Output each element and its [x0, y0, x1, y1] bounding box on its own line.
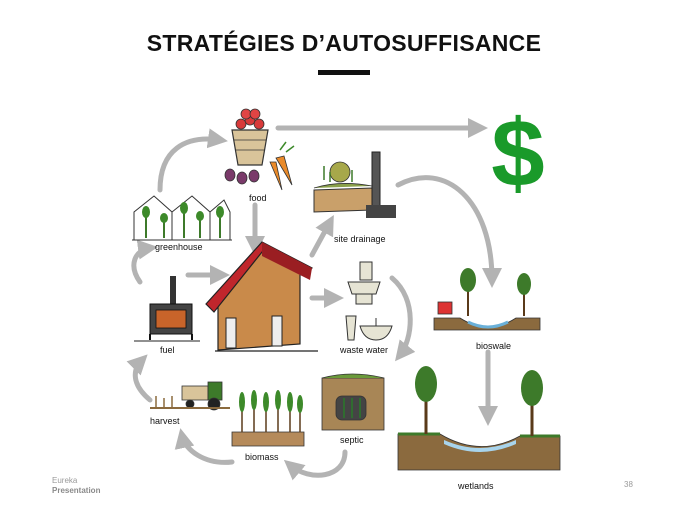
- toilet-sink-icon: [345, 261, 393, 341]
- arrow-harvest-to-fuel: [126, 354, 153, 403]
- site-drainage-icon: [313, 151, 396, 218]
- label-biomass: biomass: [245, 452, 279, 462]
- label-waste-water: waste water: [340, 345, 389, 355]
- biomass-trees-icon: [231, 390, 305, 447]
- septic-tank-icon: [321, 373, 385, 431]
- arrow-drainage-to-bioswale: [395, 175, 502, 288]
- label-septic: septic: [340, 435, 364, 445]
- page-title: STRATÉGIES D’AUTOSUFFISANCE: [146, 30, 542, 56]
- food-basket-icon: [224, 108, 295, 191]
- house-icon: [205, 241, 318, 352]
- arrow-biomass-to-harvest: [174, 428, 235, 465]
- wetlands-icon: [397, 366, 561, 471]
- arrow-greenhouse-to-food: [157, 128, 228, 193]
- arrow-wastewater-to-septic: [389, 275, 416, 362]
- title-underline: [318, 70, 370, 75]
- label-food: food: [249, 193, 267, 203]
- arrow-house-to-drainage: [309, 214, 334, 258]
- label-greenhouse: greenhouse: [155, 242, 203, 252]
- flow-arrows: [126, 118, 502, 481]
- arrow-fuel-to-greenhouse: [131, 239, 158, 285]
- tractor-icon: [150, 381, 230, 411]
- label-bioswale: bioswale: [476, 341, 512, 351]
- brand-line1: Eureka: [52, 476, 78, 485]
- dollar-icon: $: [491, 100, 544, 207]
- bioswale-icon: [433, 268, 541, 331]
- wood-stove-icon: [134, 276, 200, 342]
- label-wetlands: wetlands: [458, 481, 494, 491]
- brand-logo: Eureka Presentation: [52, 476, 100, 496]
- arrow-septic-to-biomass: [283, 449, 348, 481]
- label-harvest: harvest: [150, 416, 180, 426]
- page-number: 38: [624, 480, 633, 489]
- greenhouse-icon: [132, 195, 232, 241]
- label-fuel: fuel: [160, 345, 175, 355]
- brand-line2: Presentation: [52, 486, 101, 495]
- label-site-drainage: site drainage: [334, 234, 386, 244]
